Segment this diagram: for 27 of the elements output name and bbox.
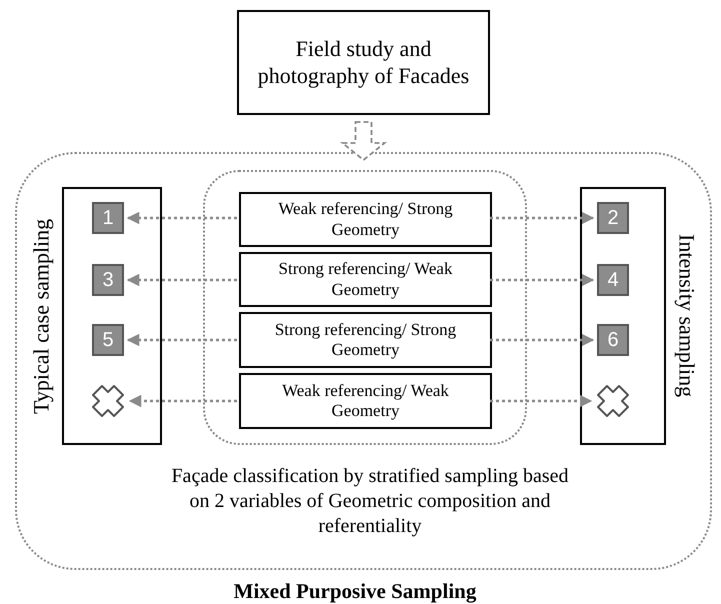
number-badge: 6 — [597, 324, 629, 356]
arrow — [126, 274, 237, 286]
cross-icon — [90, 383, 126, 419]
arrow — [126, 334, 237, 346]
group-title: Mixed Purposive Sampling — [232, 578, 478, 604]
block-arrow — [340, 121, 388, 162]
arrow — [126, 212, 237, 224]
cross-icon — [595, 383, 631, 419]
number-badge: 2 — [597, 202, 629, 234]
arrow — [490, 394, 592, 408]
number-badge: 3 — [92, 264, 124, 296]
dotted-group-box — [203, 170, 527, 445]
number-badge: 4 — [597, 264, 629, 296]
panel-label: Intensity sampling — [674, 233, 700, 400]
arrow — [128, 394, 237, 408]
process-box: Field study and photography of Facades — [237, 10, 490, 115]
panel-label: Typical case sampling — [28, 217, 54, 416]
caption-text: Façade classification by stratified sampling based on 2 variables of Geometric composition and referentiality — [170, 464, 570, 539]
process-box: Strong referencing/ Weak Geometry — [239, 252, 492, 307]
arrow — [490, 334, 594, 346]
arrow — [490, 274, 594, 286]
process-box: Strong referencing/ Strong Geometry — [239, 312, 492, 368]
process-box: Weak referencing/ Strong Geometry — [239, 192, 492, 247]
number-badge: 1 — [92, 202, 124, 234]
arrow — [490, 212, 594, 224]
number-badge: 5 — [92, 324, 124, 356]
process-box: Weak referencing/ Weak Geometry — [239, 373, 492, 429]
